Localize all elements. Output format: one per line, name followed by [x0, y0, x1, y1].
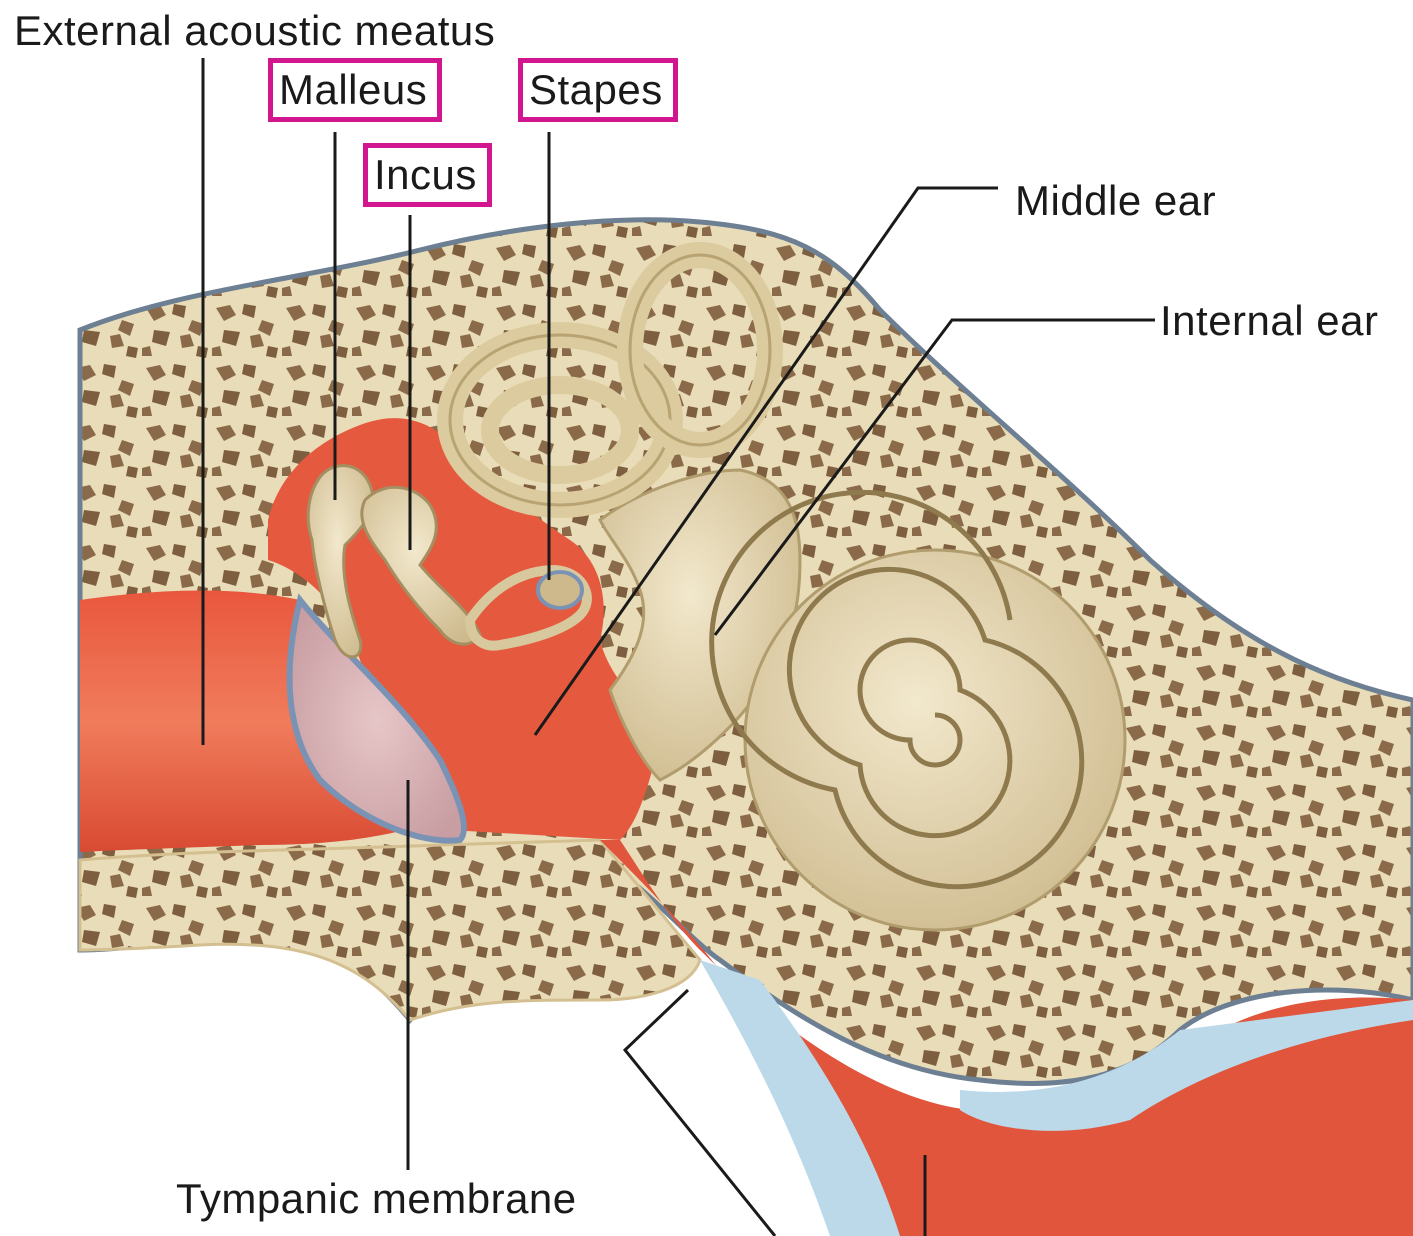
label-stapes: Stapes	[518, 58, 678, 122]
label-incus: Incus	[363, 143, 492, 207]
oval-window	[538, 572, 582, 608]
label-internal-ear: Internal ear	[1160, 300, 1378, 342]
label-external-acoustic-meatus: External acoustic meatus	[14, 10, 495, 52]
label-tympanic-membrane: Tympanic membrane	[176, 1178, 577, 1220]
canal-floor-bone	[80, 840, 700, 1020]
label-malleus: Malleus	[268, 58, 442, 122]
label-middle-ear: Middle ear	[1015, 180, 1216, 222]
